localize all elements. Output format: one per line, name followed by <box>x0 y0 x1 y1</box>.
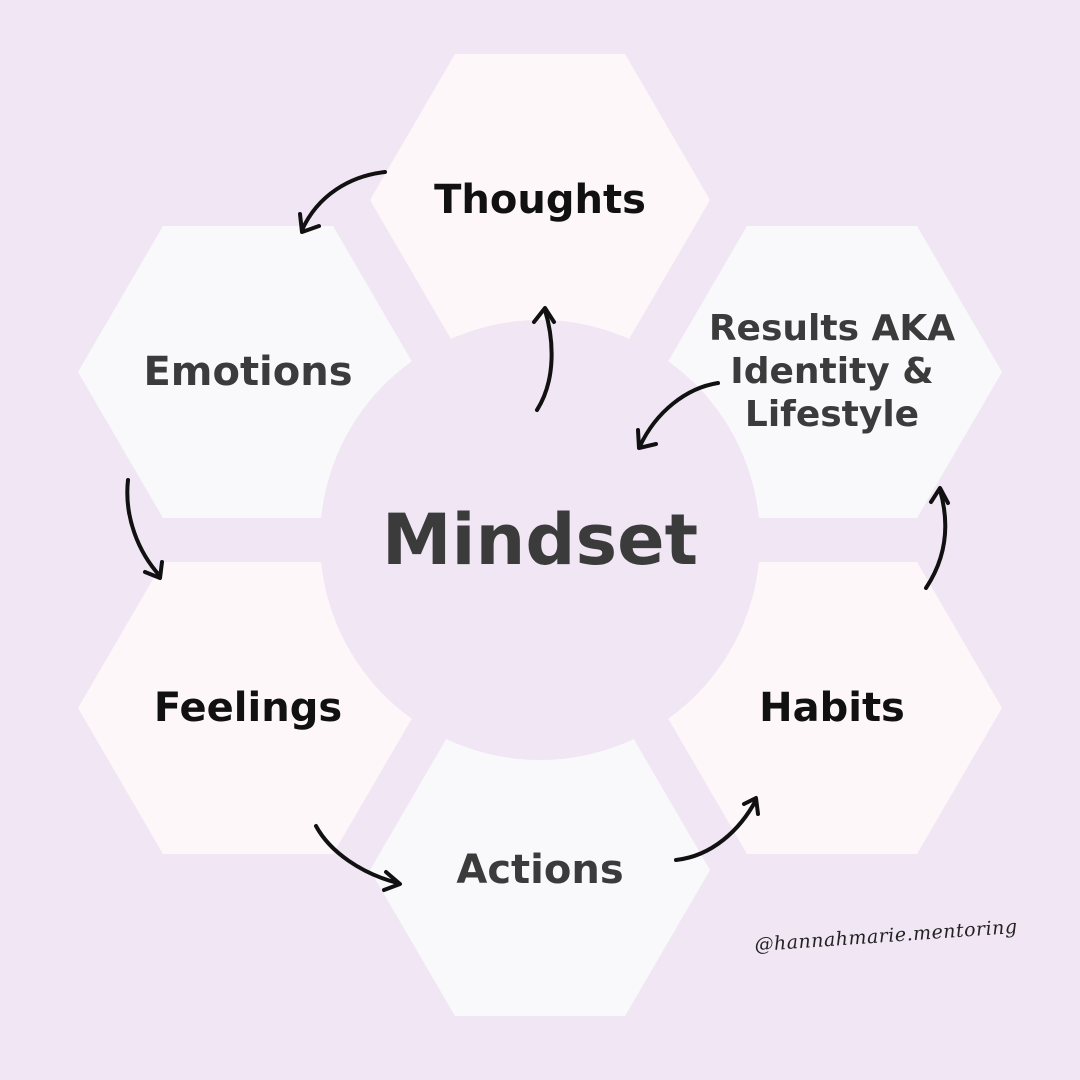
arrow-habits-to-results <box>924 486 950 590</box>
feelings-label: Feelings <box>153 685 343 731</box>
arrow-mindset-to-thoughts <box>532 306 556 412</box>
results-label: Results AKA Identity & Lifestyle <box>708 308 956 436</box>
arrow-results-to-mindset <box>636 381 720 450</box>
emotions-label: Emotions <box>143 349 353 395</box>
actions-label: Actions <box>456 847 624 893</box>
mindset-label: Mindset <box>381 499 699 581</box>
arrow-emotions-to-feelings <box>125 478 164 580</box>
habits-hexagon <box>662 562 1002 854</box>
arrow-thoughts-to-emotions <box>298 170 387 234</box>
emotions-hexagon <box>78 226 418 518</box>
thoughts-hexagon <box>370 54 710 346</box>
results-hexagon <box>662 226 1002 518</box>
feelings-hexagon <box>78 562 418 854</box>
thoughts-label: Thoughts <box>434 177 646 223</box>
arrow-actions-to-habits <box>674 796 760 862</box>
arrow-feelings-to-actions <box>314 824 402 892</box>
habits-label: Habits <box>759 685 905 731</box>
actions-hexagon <box>370 724 710 1016</box>
